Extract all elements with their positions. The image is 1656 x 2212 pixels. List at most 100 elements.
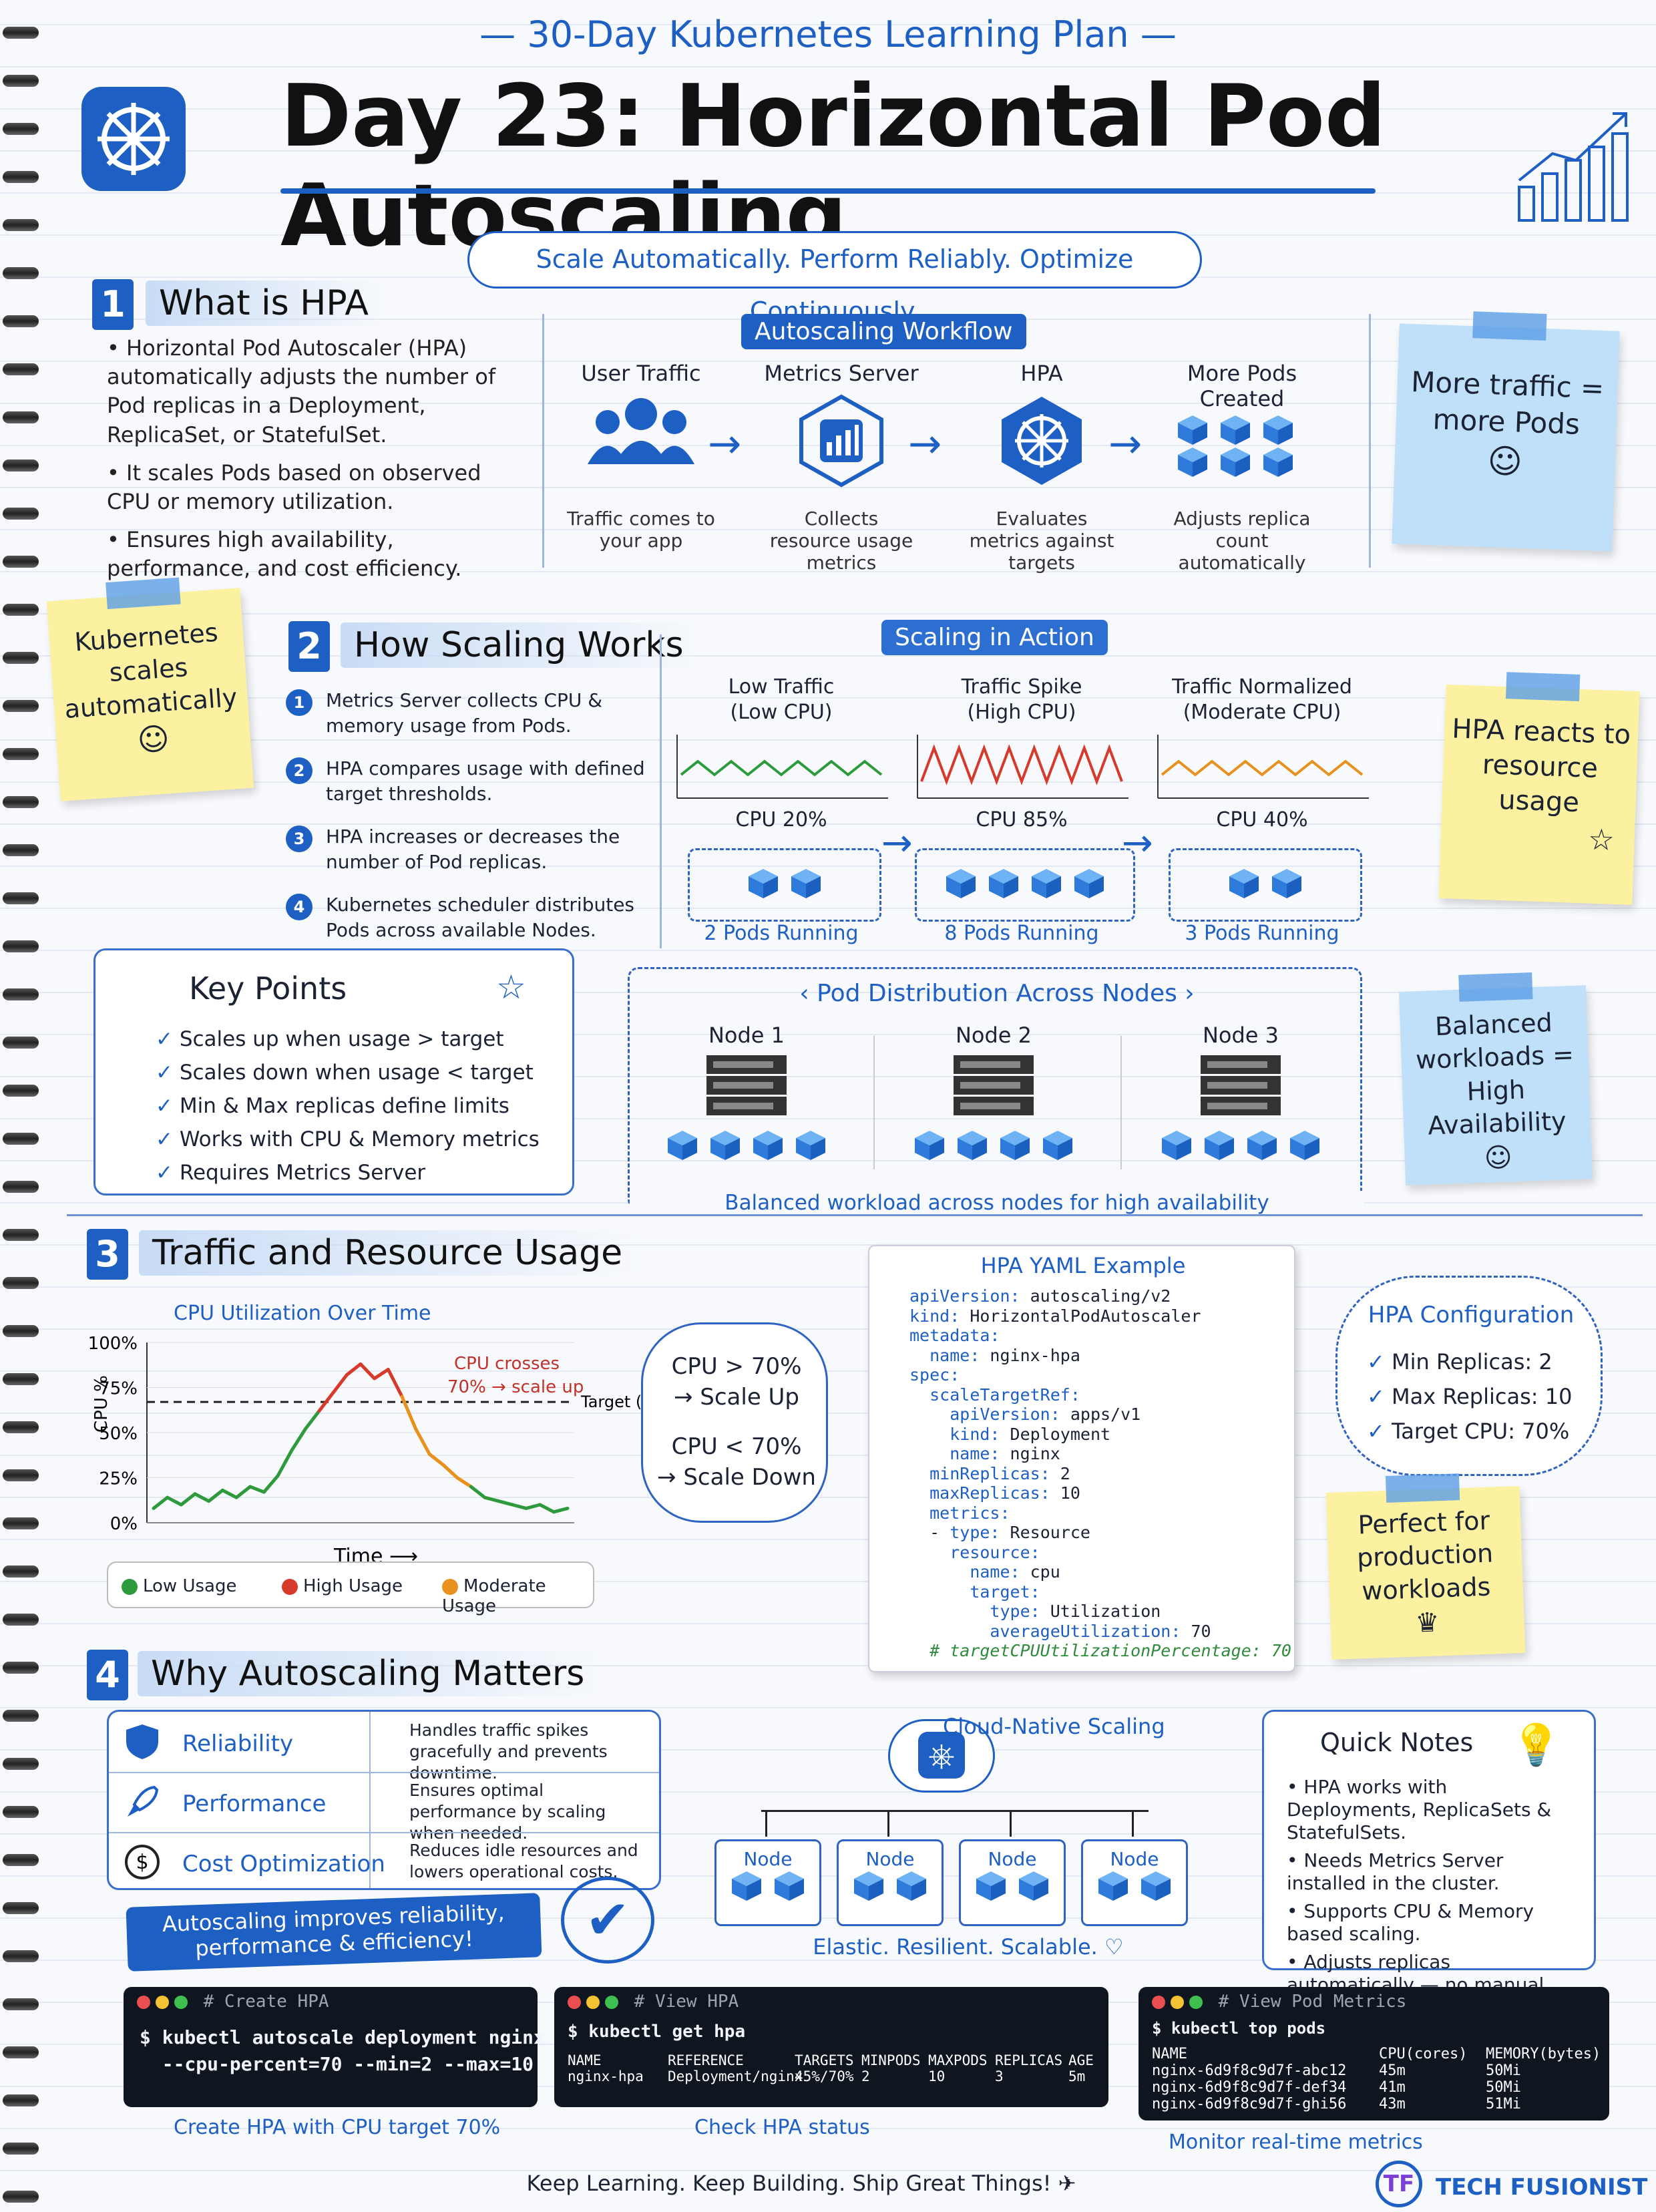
ring [3, 1614, 39, 1626]
ring [3, 1758, 39, 1770]
table-cell: NAME [1152, 2046, 1187, 2062]
node-card: Node [714, 1839, 821, 1926]
scaling-in-action-title: Scaling in Action [881, 620, 1108, 655]
table-cell: 2 [861, 2068, 870, 2084]
connector [1132, 1810, 1134, 1837]
series-segment [317, 1391, 335, 1413]
ring [3, 1421, 39, 1433]
why-row-desc: Reduces idle resources and lowers operat… [409, 1841, 638, 1881]
series-segment [276, 1449, 294, 1478]
panel-title: Low Traffic(Low CPU) [728, 675, 835, 724]
pods-box [688, 848, 881, 922]
note-balanced: Balanced workloads = High Availability☺ [1399, 972, 1593, 1185]
arrow-icon: → [881, 821, 913, 865]
ring [3, 75, 39, 87]
kicker: — 30-Day Kubernetes Learning Plan — [479, 13, 1177, 55]
ring [3, 315, 39, 327]
table-cell: nginx-6d9f8c9d7f-def34 [1152, 2079, 1347, 2096]
series-segment [386, 1368, 404, 1399]
spiral-binding [0, 0, 47, 2212]
table-cell: 45%/70% [795, 2068, 854, 2084]
section-title: Traffic and Resource Usage [139, 1230, 636, 1276]
cloud-icon: ⎈ [888, 1719, 995, 1793]
cloud-slogan: Elastic. Resilient. Scalable. ♡ [813, 1934, 1124, 1960]
pods-box [1169, 848, 1362, 922]
workflow-step-desc: Evaluates metrics against targets [969, 508, 1114, 574]
pods-box [915, 848, 1135, 922]
node-pods [636, 1129, 857, 1161]
table-cell: 50Mi [1486, 2079, 1521, 2096]
target-label: Target (70%) [580, 1393, 641, 1411]
why-row-name: Performance [182, 1791, 327, 1817]
connector [887, 1810, 889, 1837]
ring [3, 1469, 39, 1481]
checkmark-icon: ✔ [561, 1877, 654, 1964]
ring [3, 748, 39, 760]
svg-text:$: $ [136, 1851, 148, 1874]
series-segment [290, 1427, 307, 1453]
why-row-desc: Ensures optimal performance by scaling w… [409, 1781, 606, 1843]
quick-note-item: • Needs Metrics Server installed in the … [1287, 1849, 1504, 1894]
series-segment [234, 1485, 252, 1499]
ring [3, 1565, 39, 1578]
series-segment [441, 1463, 459, 1479]
connector [1010, 1810, 1012, 1837]
terminal-caption: Check HPA status [694, 2116, 870, 2139]
series-segment [345, 1362, 363, 1377]
series-segment [427, 1452, 445, 1467]
arrow-icon: → [708, 421, 742, 468]
autoscaling-banner: Autoscaling improves reliability, perfor… [126, 1893, 542, 1972]
section-title: What is HPA [146, 281, 382, 326]
arrow-icon: → [908, 421, 942, 468]
distribution-title: ‹ Pod Distribution Across Nodes › [799, 980, 1195, 1007]
tagline: Scale Automatically. Perform Reliably. O… [467, 231, 1202, 326]
y-tick-label: 0% [110, 1514, 138, 1534]
key-point-item: ✓ Requires Metrics Server [156, 1161, 426, 1185]
key-point-item: ✓ Min & Max replicas define limits [156, 1094, 509, 1118]
series-segment [166, 1495, 183, 1507]
node-label: Node 1 [708, 1023, 785, 1048]
server-icon [883, 1052, 1104, 1121]
workflow-step-desc: Traffic comes to your app [567, 508, 715, 552]
ring [3, 1710, 39, 1722]
table-cell: nginx-hpa [568, 2068, 644, 2084]
workflow-title: Autoscaling Workflow [741, 314, 1026, 349]
cpu-value: CPU 85% [976, 808, 1068, 832]
terminal-caption: Create HPA with CPU target 70% [174, 2116, 501, 2139]
series-segment [331, 1373, 349, 1395]
node-label: Node 2 [955, 1023, 1032, 1048]
ring [3, 2191, 39, 2203]
metrics-icon [768, 394, 915, 490]
table-cell: nginx-6d9f8c9d7f-ghi56 [1152, 2096, 1347, 2112]
ring [3, 411, 39, 423]
arrow-icon: → [1108, 421, 1143, 468]
arrow-icon: → [1122, 821, 1153, 865]
section-number: 2 [288, 621, 330, 672]
config-item: ✓ Min Replicas: 2 [1367, 1349, 1552, 1374]
quick-note-item: • HPA works with Deployments, ReplicaSet… [1287, 1776, 1552, 1843]
series-segment [220, 1488, 238, 1499]
quick-notes: Quick Notes 💡 • HPA works with Deploymen… [1262, 1710, 1596, 2018]
node-card: Node [1081, 1839, 1188, 1926]
workflow-step-label: More Pods Created [1187, 361, 1297, 411]
ring [3, 1037, 39, 1049]
divider [873, 1036, 875, 1169]
ring [3, 1133, 39, 1145]
table-cell: 10 [928, 2068, 946, 2084]
scale-rules-cloud: CPU > 70%→ Scale Up CPU < 70%→ Scale Dow… [641, 1322, 828, 1523]
ring [3, 940, 39, 952]
ring [3, 2143, 39, 2155]
step-text: Kubernetes scheduler distributes Pods ac… [326, 894, 635, 941]
table-cell: 45m [1379, 2062, 1406, 2079]
server-icon [636, 1052, 857, 1121]
panel-title: Traffic Normalized(Moderate CPU) [1172, 675, 1352, 724]
ring [3, 652, 39, 664]
table-cell: AGE [1068, 2052, 1094, 2068]
step-number: 4 [286, 894, 313, 920]
pods-icon [1169, 414, 1315, 478]
